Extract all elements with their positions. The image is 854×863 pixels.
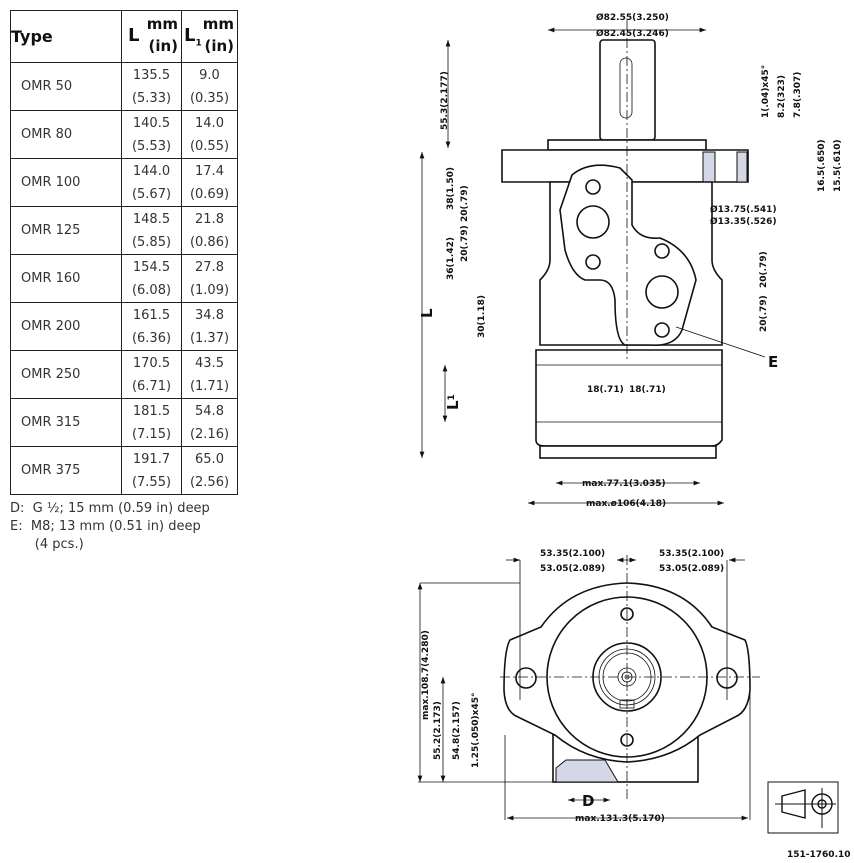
side-view: Ø82.55(3.250) Ø82.45(3.246) 55.3(2.177) … [418,12,843,509]
svg-text:1.25(.050)x45°: 1.25(.050)x45° [471,693,481,768]
svg-text:38(1.50): 38(1.50) [446,167,456,210]
cell-l1: 14.0(0.55) [181,110,238,159]
svg-text:18(.71): 18(.71) [629,385,666,395]
svg-text:18(.71): 18(.71) [587,385,624,395]
svg-text:20(.79): 20(.79) [460,225,470,262]
cell-l: 144.0(5.67) [121,158,182,207]
svg-text:55.3(2.177): 55.3(2.177) [440,71,450,130]
header-l1: L1 mm (in) [181,10,238,63]
svg-text:54.8(2.157): 54.8(2.157) [452,701,462,760]
svg-text:53.35(2.100): 53.35(2.100) [540,549,605,559]
svg-text:53.05(2.089): 53.05(2.089) [540,564,605,574]
header-l: L mm (in) [121,10,182,63]
table-header-row: Type L mm (in) L1 mm (in) [10,10,238,63]
svg-text:53.05(2.089): 53.05(2.089) [659,564,724,574]
cell-type: OMR 250 [10,350,122,399]
shaft [599,39,656,141]
cell-type: OMR 200 [10,302,122,351]
drawing-number: 151-1760.10 [787,850,851,860]
note-e-count: (4 pcs.) [10,537,84,552]
cell-l1: 43.5(1.71) [181,350,238,399]
svg-text:E: E [768,353,778,371]
mounting-flange [501,149,749,183]
note-d: D: G ½; 15 mm (0.59 in) deep [10,501,210,516]
svg-text:Ø82.55(3.250): Ø82.55(3.250) [596,12,669,23]
svg-text:15.5(.610): 15.5(.610) [833,139,843,192]
svg-text:max.77.1(3.035): max.77.1(3.035) [582,479,666,489]
cell-l: 181.5(7.15) [121,398,182,447]
svg-text:max.ø106(4.18): max.ø106(4.18) [586,499,666,509]
cell-l1: 65.0(2.56) [181,446,238,495]
svg-text:L: L [418,308,436,318]
svg-text:max.108.7(4.280): max.108.7(4.280) [421,630,431,720]
end-view: 53.35(2.100) 53.05(2.089) 53.35(2.100) 5… [417,549,851,860]
svg-text:20(.79): 20(.79) [759,295,769,332]
header-type: Type [10,10,122,63]
cell-l1: 9.0(0.35) [181,62,238,111]
cell-l: 161.5(6.36) [121,302,182,351]
svg-text:7.8(.307): 7.8(.307) [793,72,803,118]
svg-text:20(.79): 20(.79) [460,185,470,222]
svg-text:Ø82.45(3.246): Ø82.45(3.246) [596,28,669,39]
cell-type: OMR 100 [10,158,122,207]
projection-symbol [767,781,839,834]
svg-text:D: D [582,792,594,810]
svg-text:55.2(2.173): 55.2(2.173) [433,701,443,760]
notes: D: G ½; 15 mm (0.59 in) deep E: M8; 13 m… [10,500,210,554]
svg-text:8.2(323): 8.2(323) [777,75,787,118]
svg-text:16.5(.650): 16.5(.650) [817,139,827,192]
cell-l: 170.5(6.71) [121,350,182,399]
svg-text:36(1.42): 36(1.42) [446,237,456,280]
note-e: E: M8; 13 mm (0.51 in) deep [10,519,201,534]
end-cover-bolts [539,445,717,459]
svg-text:20(.79): 20(.79) [759,251,769,288]
svg-text:Ø13.75(.541): Ø13.75(.541) [710,204,777,215]
svg-text:1(.04)x45°: 1(.04)x45° [761,65,771,118]
cell-l1: 17.4(0.69) [181,158,238,207]
cell-l1: 21.8(0.86) [181,206,238,255]
shaft-key-slot [619,57,633,119]
svg-text:max.131.3(5.170): max.131.3(5.170) [575,814,665,824]
svg-text:Ø13.35(.526): Ø13.35(.526) [710,216,777,227]
cell-l1: 27.8(1.09) [181,254,238,303]
svg-text:L1: L1 [444,394,462,410]
svg-text:53.35(2.100): 53.35(2.100) [659,549,724,559]
cell-type: OMR 80 [10,110,122,159]
cell-type: OMR 375 [10,446,122,495]
svg-text:30(1.18): 30(1.18) [477,295,487,338]
cell-type: OMR 125 [10,206,122,255]
cell-type: OMR 315 [10,398,122,447]
cell-l: 154.5(6.08) [121,254,182,303]
cell-l1: 54.8(2.16) [181,398,238,447]
gear-housing [535,349,723,447]
cell-l: 148.5(5.85) [121,206,182,255]
